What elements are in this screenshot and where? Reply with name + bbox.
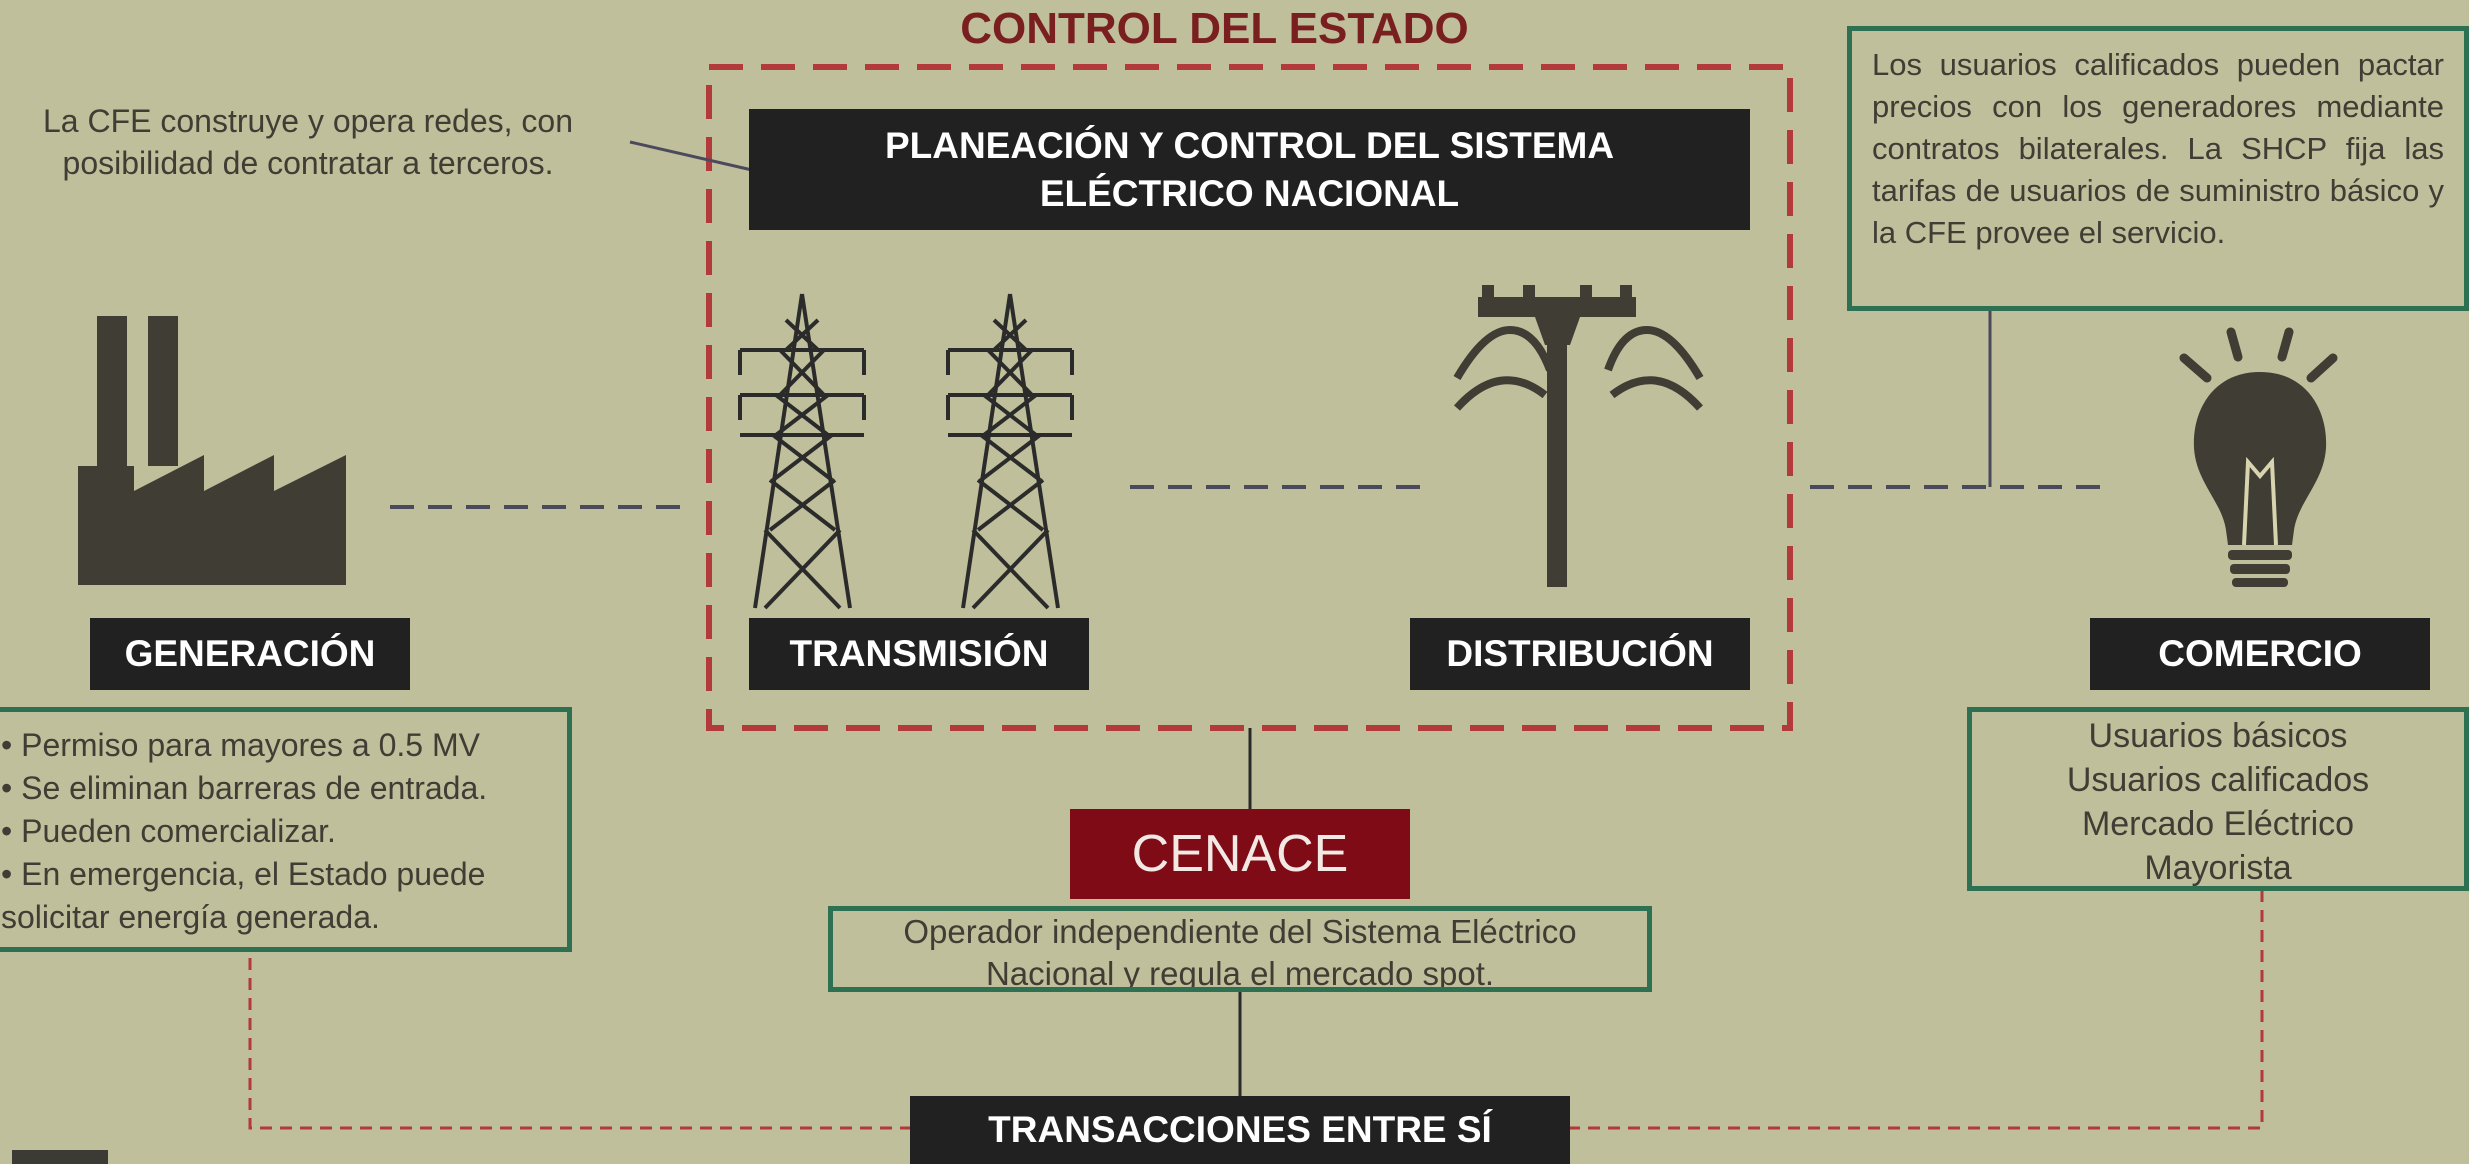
cfe-note-pointer: [629, 140, 753, 172]
transmission-label: TRANSMISIÓN: [749, 618, 1089, 690]
commerce-item: Usuarios calificados: [2066, 761, 2370, 799]
generation-point: • Se eliminan barreras de entrada.: [1, 770, 488, 806]
generation-points-box: • Permiso para mayores a 0.5 MV • Se eli…: [0, 707, 572, 952]
commerce-item: Mercado Eléctrico Mayorista: [2081, 805, 2355, 887]
link-commerce-transactions: [1570, 890, 2264, 1130]
cfe-note: La CFE construye y opera redes, con posi…: [42, 103, 574, 181]
cenace-description: Operador independiente del Sistema Eléct…: [828, 906, 1652, 992]
generation-point: • Pueden comercializar.: [1, 813, 336, 849]
generation-point: • Permiso para mayores a 0.5 MV: [1, 727, 480, 763]
commerce-label: COMERCIO: [2090, 618, 2430, 690]
utility-pole-icon: [1453, 285, 1704, 587]
commerce-items-box: Usuarios básicos Usuarios calificados Me…: [1967, 707, 2469, 891]
transactions-label: TRANSACCIONES ENTRE SÍ: [910, 1096, 1570, 1164]
generation-label: GENERACIÓN: [90, 618, 410, 690]
transmission-tower-icon: [738, 293, 866, 610]
planning-control-box: PLANEACIÓN Y CONTROL DEL SISTEMA ELÉCTRI…: [749, 109, 1750, 230]
state-control-boundary: [706, 64, 1793, 731]
corner-block: [12, 1150, 108, 1164]
light-bulb-icon: [2179, 327, 2338, 587]
cenace-label: CENACE: [1070, 809, 1410, 899]
transmission-tower-icon: [946, 293, 1074, 610]
state-control-title: CONTROL DEL ESTADO: [0, 4, 2469, 54]
generation-point: • En emergencia, el Estado puede solicit…: [1, 856, 486, 935]
qualified-users-note: Los usuarios calificados pueden pactar p…: [1847, 26, 2469, 311]
factory-icon: [78, 316, 346, 585]
distribution-label: DISTRIBUCIÓN: [1410, 618, 1750, 690]
link-generation-transactions: [248, 958, 910, 1130]
commerce-item: Usuarios básicos: [2088, 717, 2348, 755]
state-control-title-text: CONTROL DEL ESTADO: [960, 4, 1469, 53]
